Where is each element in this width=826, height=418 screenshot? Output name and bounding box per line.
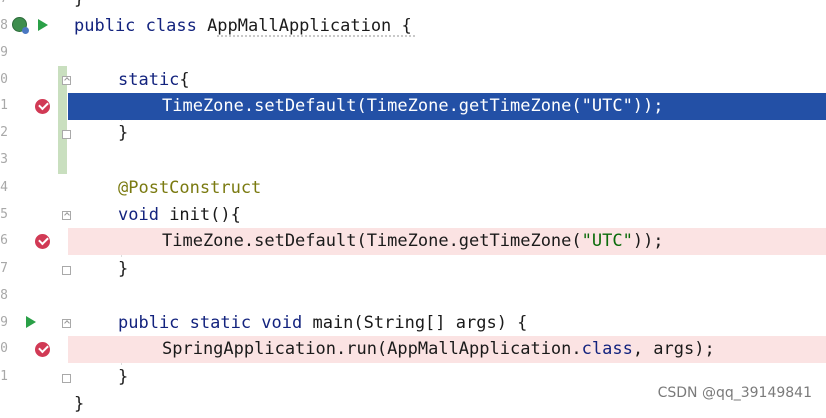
code-line[interactable]: 8 [0,283,826,310]
code-line[interactable]: 3 [0,147,826,174]
line-number: 9 [0,315,8,330]
code-line[interactable]: 1 } [0,364,826,391]
annotation-text: @PostConstruct [118,178,262,198]
code-line[interactable]: } [0,391,826,418]
code-line-annotation[interactable]: 4 @PostConstruct [0,175,826,202]
code-text: } [118,123,129,143]
line-number: 1 [0,369,8,384]
code-line[interactable]: 2 } [0,120,826,147]
code-text: } [118,259,129,279]
line-number: 2 [0,125,8,140]
code-text: static{ [118,70,190,90]
fold-icon[interactable] [62,211,71,220]
class-name: AppMallApplication [207,16,392,36]
code-text: public class AppMallApplication { [74,16,412,36]
code-line[interactable]: 7 } [0,0,826,13]
spring-bean-icon[interactable] [12,17,29,34]
code-pre: TimeZone.setDefault(TimeZone.getTimeZone… [162,231,582,251]
line-number: 0 [0,72,8,87]
code-line-class-declaration[interactable]: 8 public class AppMallApplication { [0,13,826,40]
fold-icon[interactable] [62,76,71,85]
code-line-breakpoint[interactable]: 0 SpringApplication.run(AppMallApplicati… [0,336,826,363]
code-pre: SpringApplication.run(AppMallApplication… [162,339,582,359]
line-number: 0 [0,341,8,356]
warning-underline [217,35,415,37]
code-line[interactable]: 7 } [0,256,826,283]
code-rest: { [391,16,412,36]
breakpoint-icon[interactable] [35,342,50,357]
code-text: TimeZone.setDefault(TimeZone.getTimeZone… [162,231,664,251]
line-number: 7 [0,0,8,6]
line-number: 3 [0,152,8,167]
code-line-static-block[interactable]: 0 static{ [0,67,826,94]
code-rest: main(String[] args) { [312,313,528,333]
code-line-method-main[interactable]: 9 public static void main(String[] args)… [0,310,826,337]
line-number: 8 [0,288,8,303]
code-text: SpringApplication.run(AppMallApplication… [162,339,715,359]
watermark: CSDN @qq_39149841 [657,385,812,401]
code-line-method-init[interactable]: 5 void init(){ [0,202,826,229]
fold-icon[interactable] [62,374,71,383]
code-rest: init(){ [169,205,241,225]
fold-icon[interactable] [62,319,71,328]
code-line[interactable]: 9 [0,40,826,67]
keyword: class [581,339,633,359]
line-number: 9 [0,45,8,60]
line-number: 4 [0,180,8,195]
code-text: void init(){ [118,205,241,225]
line-number: 7 [0,261,8,276]
line-number: 8 [0,18,8,33]
line-number: 5 [0,207,8,222]
keyword: static [118,70,180,90]
code-post: )); [632,231,664,251]
fold-icon[interactable] [62,130,71,139]
code-text: TimeZone.setDefault(TimeZone.getTimeZone… [162,96,664,116]
code-post: , args); [632,339,715,359]
selection-highlight [68,93,826,120]
fold-icon[interactable] [62,266,71,275]
code-line-breakpoint[interactable]: 6 TimeZone.setDefault(TimeZone.getTimeZo… [0,228,826,255]
vcs-change-marker[interactable] [58,66,67,174]
line-number: 1 [0,98,8,113]
breakpoint-icon[interactable] [35,99,50,114]
code-line-selected[interactable]: 1 TimeZone.setDefault(TimeZone.getTimeZo… [0,93,826,120]
run-gutter-icon[interactable] [38,19,48,31]
breakpoint-highlight [68,228,826,255]
code-rest: { [179,70,190,90]
breakpoint-highlight [68,336,826,363]
code-text: public static void main(String[] args) { [118,313,527,333]
string-literal: "UTC" [581,231,633,251]
code-text: } [118,367,129,387]
keyword: void [118,205,170,225]
code-text: } [74,394,85,414]
line-number: 6 [0,233,8,248]
keyword: public class [74,16,208,36]
run-gutter-icon[interactable] [26,316,36,328]
code-text: } [74,0,84,9]
keyword: public static void [118,313,313,333]
breakpoint-icon[interactable] [35,234,50,249]
